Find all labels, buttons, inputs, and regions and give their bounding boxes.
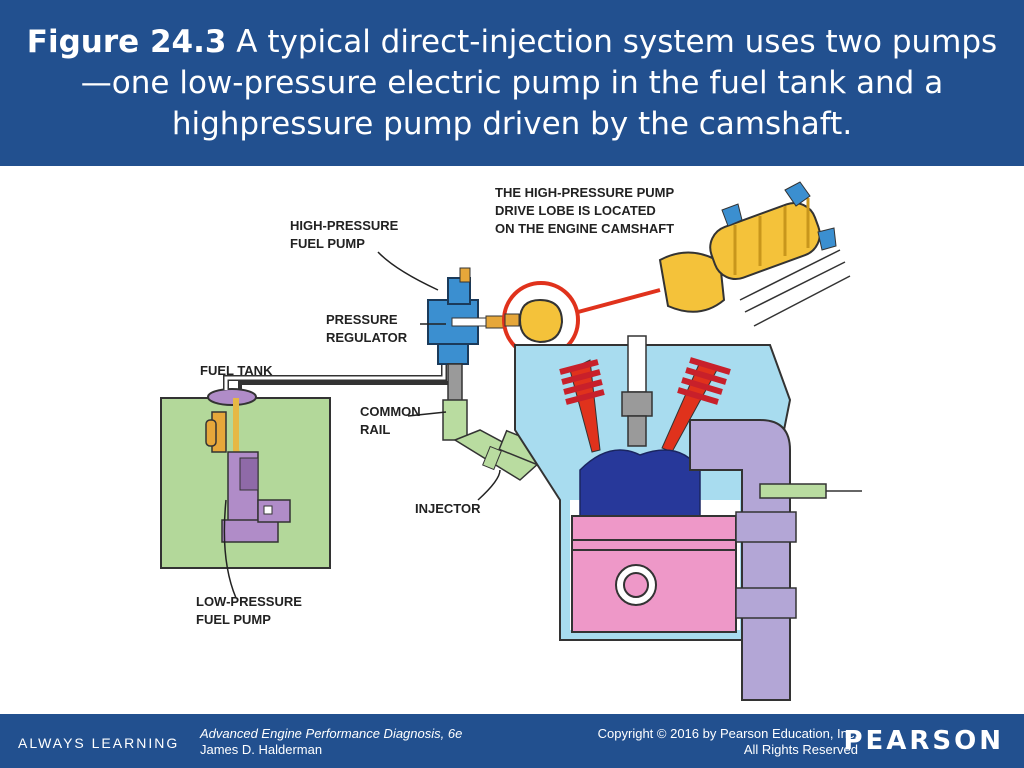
fuel-system-diagram: THE HIGH-PRESSURE PUMP DRIVE LOBE IS LOC…	[0, 166, 1024, 714]
label-lobe-line2: DRIVE LOBE IS LOCATED	[495, 203, 656, 218]
leader-lines	[223, 251, 501, 599]
slide-title: Figure 24.3 A typical direct-injection s…	[20, 22, 1004, 145]
low-pressure-fuel-pump	[205, 398, 291, 543]
slide-footer: ALWAYS LEARNING Advanced Engine Performa…	[0, 714, 1024, 768]
label-lobe-line1: THE HIGH-PRESSURE PUMP	[495, 185, 674, 200]
pump-drive-lobe	[518, 298, 564, 344]
label-common-rail-line2: RAIL	[360, 422, 390, 437]
label-fuel-tank: FUEL TANK	[200, 363, 273, 378]
highlight-connector	[577, 288, 661, 314]
label-regulator-line1: PRESSURE	[326, 312, 398, 327]
book-title: Advanced Engine Performance Diagnosis, 6…	[200, 726, 463, 741]
tank-flange	[207, 388, 257, 406]
label-lp-pump-line2: FUEL PUMP	[196, 612, 271, 627]
oxygen-sensor	[759, 483, 862, 499]
fuel-charge	[579, 449, 701, 521]
pearson-logo: PEARSON	[843, 726, 1004, 756]
diagram-labels: THE HIGH-PRESSURE PUMP DRIVE LOBE IS LOC…	[196, 185, 674, 627]
slide-header: Figure 24.3 A typical direct-injection s…	[0, 0, 1024, 166]
book-citation: Advanced Engine Performance Diagnosis, 6…	[200, 726, 462, 758]
figure-caption: A typical direct-injection system uses t…	[80, 24, 998, 142]
label-injector: INJECTOR	[415, 501, 481, 516]
always-learning-tagline: ALWAYS LEARNING	[18, 735, 180, 751]
label-lobe-line3: ON THE ENGINE CAMSHAFT	[495, 221, 674, 236]
label-hp-pump-line1: HIGH-PRESSURE	[290, 218, 399, 233]
high-pressure-fuel-pump	[427, 267, 505, 405]
intake-valve	[559, 359, 605, 453]
spark-plug	[621, 335, 653, 447]
label-regulator-line2: REGULATOR	[326, 330, 408, 345]
piston	[571, 515, 737, 633]
engine-camshaft	[658, 181, 851, 327]
figure-number: Figure 24.3	[26, 24, 227, 60]
label-lp-pump-line1: LOW-PRESSURE	[196, 594, 302, 609]
book-author: James D. Halderman	[200, 742, 323, 757]
label-hp-pump-line2: FUEL PUMP	[290, 236, 365, 251]
copyright-notice: Copyright © 2016 by Pearson Education, I…	[598, 726, 858, 758]
diagram-svg: THE HIGH-PRESSURE PUMP DRIVE LOBE IS LOC…	[160, 181, 862, 701]
copyright-line: Copyright © 2016 by Pearson Education, I…	[597, 726, 858, 741]
label-common-rail-line1: COMMON	[360, 404, 421, 419]
rights-line: All Rights Reserved	[743, 742, 858, 757]
